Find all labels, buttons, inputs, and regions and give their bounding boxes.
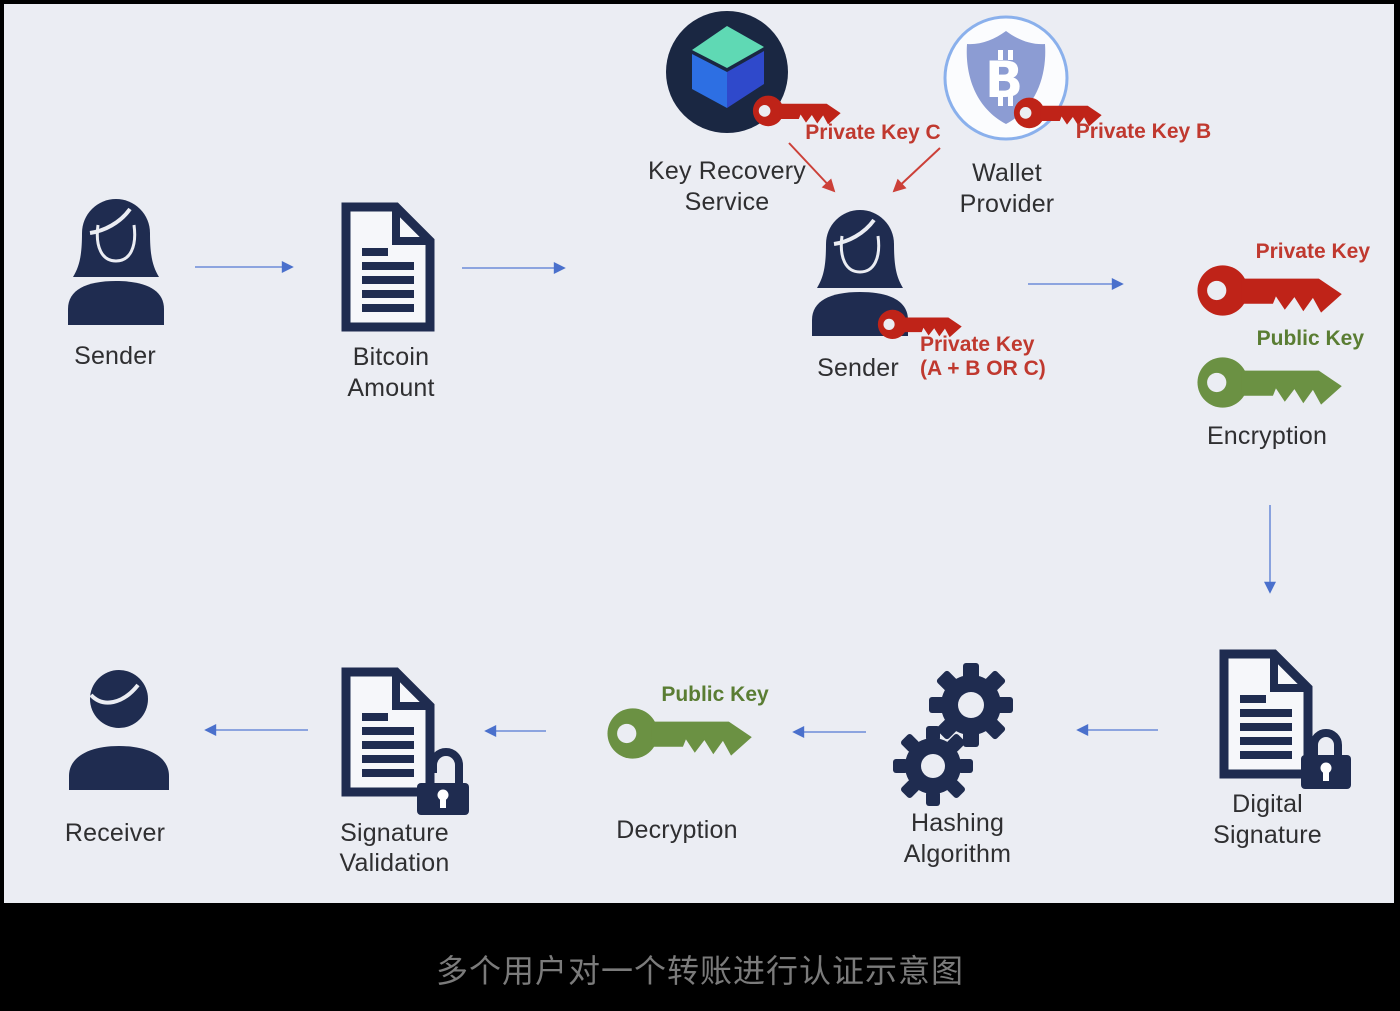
closed-padlock-icon: [1301, 729, 1351, 789]
arrows-layer: [195, 142, 1276, 738]
signature-validation-label: Signature Validation: [339, 819, 450, 877]
private-key-b-icon: [1013, 97, 1102, 129]
hashing-gears-icon: [893, 663, 1013, 806]
wallet-provider-label: Wallet Provider: [959, 159, 1055, 218]
bitcoin-amount-label: Bitcoin Amount: [347, 343, 435, 402]
signature-validation-document-icon: [341, 667, 435, 797]
bitcoin-amount-document-icon: [341, 202, 435, 332]
receiver-label: Receiver: [64, 819, 166, 847]
sender-multisig-key-label: Private Key (A + B OR C): [920, 333, 1046, 380]
figure-caption: 多个用户对一个转账进行认证示意图: [435, 953, 964, 989]
private-key-c-label: Private Key C: [805, 121, 941, 144]
encryption-public-key-label: Public Key: [1256, 327, 1364, 350]
receiver-person-icon: [69, 670, 169, 790]
wallet-provider-shield-icon: B: [943, 15, 1069, 141]
sender-multisig-key-icon: [877, 309, 962, 339]
open-padlock-icon: [417, 748, 469, 815]
sender-person-icon: [68, 199, 164, 325]
svg-text:B: B: [985, 51, 1023, 109]
private-key-b-label: Private Key B: [1075, 120, 1212, 143]
encryption-public-key-icon: [1197, 357, 1342, 408]
digital-signature-label: Digital Signature: [1213, 790, 1322, 849]
digital-signature-document-icon: [1219, 649, 1313, 779]
recovery-key-arrow: [788, 142, 836, 193]
private-key-c-icon: [752, 95, 841, 127]
key-recovery-service-label: Key Recovery Service: [647, 157, 806, 216]
sender-top-label: Sender: [74, 342, 156, 370]
sender-multisig-label: Sender: [817, 354, 899, 382]
decryption-public-key-icon: [607, 708, 752, 759]
encryption-private-key-icon: [1197, 265, 1342, 316]
encryption-label: Encryption: [1206, 422, 1328, 450]
hashing-algorithm-label: Hashing Algorithm: [903, 809, 1012, 868]
decryption-label: Decryption: [616, 816, 738, 844]
diagram-panel: Sender Bitcoin Amount: [4, 4, 1394, 903]
decryption-public-key-label: Public Key: [661, 683, 769, 706]
encryption-private-key-label: Private Key: [1255, 240, 1370, 263]
provider-key-arrow: [892, 147, 941, 193]
